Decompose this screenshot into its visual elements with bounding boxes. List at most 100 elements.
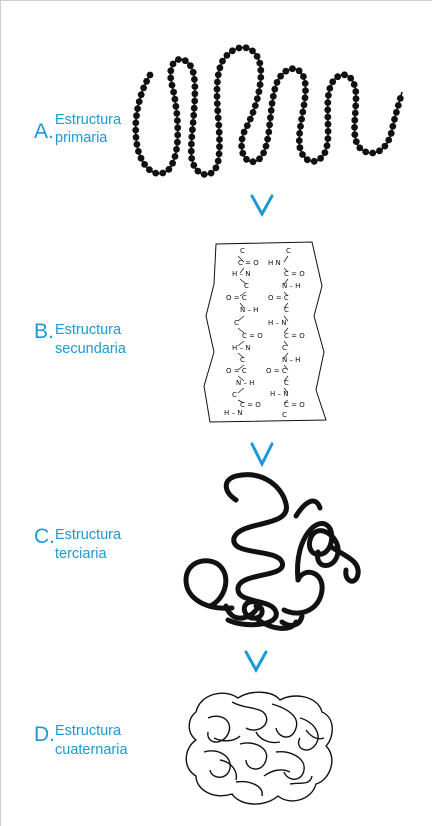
bead [282,68,289,75]
bead [353,95,360,102]
bead [334,73,341,80]
bead [257,74,264,81]
bead [141,161,148,168]
atom-label: H – N [270,390,288,398]
bead [247,116,254,123]
bead [182,57,189,64]
bead [133,112,140,119]
bead [297,123,304,130]
bead [188,141,195,148]
bead [174,117,181,124]
bead [289,65,296,72]
bead [326,85,333,92]
bead [243,44,250,51]
bead [134,105,141,112]
bead [215,71,222,78]
bead [376,147,383,154]
bead [224,52,231,59]
bead [324,106,331,113]
bead [192,83,199,90]
bead [325,92,332,99]
bead [270,93,277,100]
atom-label: C [232,391,237,399]
bead [216,136,223,143]
bead [297,144,304,151]
bead [213,164,220,171]
bead [147,72,154,79]
atom-label: O = C [266,367,287,375]
bead [395,102,402,109]
atom-label: O = C [226,367,247,375]
bead [214,86,221,93]
bead [382,143,389,150]
bead [138,91,145,98]
folded-chain-icon [186,475,358,629]
bead [159,170,166,177]
bead [252,102,259,109]
bead [256,155,263,162]
bead [132,120,139,127]
down-arrow-icon [252,444,272,464]
bead [201,171,208,178]
bead [146,166,153,173]
bead [265,129,272,136]
bead [239,150,246,157]
bead [190,162,197,169]
atom-label: N – H [236,379,254,387]
bead [167,67,174,74]
bead [296,67,303,74]
bead [152,170,159,177]
bead [254,95,261,102]
bead [238,143,245,150]
bead [170,61,177,68]
bead [325,135,332,142]
bead [190,119,197,126]
bead [187,62,194,69]
atom-label: C [282,411,287,419]
bead [269,100,276,107]
bead [174,124,181,131]
bead [214,79,221,86]
bead [133,134,140,141]
arrow-2 [252,444,272,464]
bead [302,87,309,94]
bead [263,143,270,150]
bead [214,100,221,107]
bead [353,138,360,145]
bead [167,75,174,82]
bead [143,78,150,85]
bead [352,103,359,110]
bead [256,60,263,67]
bead [214,107,221,114]
bead [302,94,309,101]
bead [304,156,311,163]
bead [166,166,173,173]
bead [274,79,281,86]
bead [351,81,358,88]
atom-label: C [282,344,287,352]
bead [173,103,180,110]
arrow-3 [246,652,266,670]
bead [266,121,273,128]
bead [189,126,196,133]
bead-chain-icon [132,44,403,177]
bead [296,130,303,137]
bead [351,117,358,124]
atom-label: N – H [240,306,258,314]
bead [216,151,223,158]
bead [329,78,336,85]
bead [195,168,202,175]
bead [191,98,198,105]
bead [208,170,215,177]
atom-label: C [286,247,291,255]
bead [136,98,143,105]
bead [264,136,271,143]
bead [388,130,395,137]
atom-label: C [240,247,245,255]
bead [188,148,195,155]
bead [299,151,306,158]
bead [215,158,222,165]
bead [192,90,199,97]
bead [169,82,176,89]
